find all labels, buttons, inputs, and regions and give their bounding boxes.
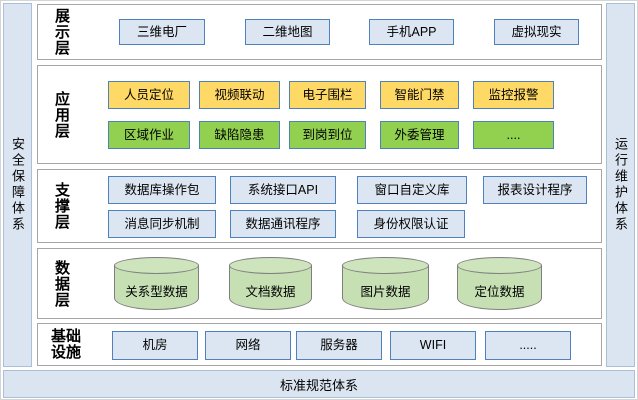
presentation-layer-label: 展示层 — [53, 8, 70, 56]
support-layer: 支撑层 数据库操作包 系统接口API 窗口自定义库 报表设计程序 消息同步机制 … — [37, 169, 602, 243]
data-layer-label: 数据层 — [53, 259, 70, 308]
node-mobile-app: 手机APP — [369, 19, 454, 45]
node-monitoring-alarm: 监控报警 — [473, 81, 554, 109]
node-window-custom-lib: 窗口自定义库 — [357, 176, 467, 204]
cylinder-relational-data: 关系型数据 — [114, 257, 199, 310]
cylinder-top — [229, 257, 312, 274]
standards-label: 标准规范体系 — [279, 377, 358, 393]
security-assurance-bar: 安全保障体系 — [3, 3, 32, 367]
application-layer: 应用层 人员定位 视频联动 电子围栏 智能门禁 监控报警 区域作业 缺陷隐患 到… — [37, 65, 602, 164]
standards-bar: 标准规范体系 — [3, 370, 635, 398]
node-outsourcing-mgmt: 外委管理 — [380, 121, 459, 149]
relational-data-label: 关系型数据 — [125, 285, 188, 299]
node-network: 网络 — [205, 331, 291, 360]
cylinder-image-data: 图片数据 — [342, 257, 429, 310]
node-2d-map: 二维地图 — [245, 19, 330, 45]
node-message-sync: 消息同步机制 — [108, 210, 216, 238]
node-db-operation-pkg: 数据库操作包 — [108, 176, 216, 204]
data-layer: 数据层 关系型数据 文档数据 图片数据 定位数据 — [37, 248, 602, 319]
node-defect-hazard: 缺陷隐患 — [199, 121, 280, 149]
node-wifi: WIFI — [390, 331, 476, 360]
node-area-work: 区域作业 — [108, 121, 190, 149]
node-smart-access-control: 智能门禁 — [380, 81, 459, 109]
node-infra-ellipsis: ..... — [485, 331, 571, 360]
cylinder-top — [342, 257, 429, 274]
application-layer-label: 应用层 — [53, 90, 70, 139]
node-machine-room: 机房 — [112, 331, 198, 360]
node-system-api: 系统接口API — [230, 176, 336, 204]
node-electronic-fence: 电子围栏 — [289, 81, 366, 109]
node-report-designer: 报表设计程序 — [483, 176, 587, 204]
node-server: 服务器 — [296, 331, 382, 360]
image-data-label: 图片数据 — [360, 285, 411, 299]
infrastructure-layer-label: 基础设施 — [51, 327, 82, 361]
cylinder-positioning-data: 定位数据 — [457, 257, 542, 310]
operation-maintenance-label: 运行维护体系 — [613, 137, 628, 233]
node-identity-auth: 身份权限认证 — [357, 210, 465, 238]
cylinder-document-data: 文档数据 — [229, 257, 312, 310]
node-app-ellipsis: .... — [473, 121, 554, 149]
node-3d-plant: 三维电厂 — [119, 19, 205, 45]
node-on-duty: 到岗到位 — [289, 121, 366, 149]
support-layer-label: 支撑层 — [53, 182, 70, 230]
security-assurance-label: 安全保障体系 — [10, 137, 25, 233]
document-data-label: 文档数据 — [245, 285, 296, 299]
node-data-comm-program: 数据通讯程序 — [230, 210, 336, 238]
node-video-linkage: 视频联动 — [199, 81, 280, 109]
infrastructure-layer: 基础设施 机房 网络 服务器 WIFI ..... — [37, 323, 602, 366]
operation-maintenance-bar: 运行维护体系 — [606, 3, 635, 367]
cylinder-top — [114, 257, 199, 274]
cylinder-body — [457, 265, 542, 310]
node-personnel-positioning: 人员定位 — [108, 81, 190, 109]
presentation-layer: 展示层 三维电厂 二维地图 手机APP 虚拟现实 — [37, 4, 602, 60]
cylinder-top — [457, 257, 542, 274]
positioning-data-label: 定位数据 — [474, 285, 525, 299]
node-vr: 虚拟现实 — [494, 19, 579, 45]
